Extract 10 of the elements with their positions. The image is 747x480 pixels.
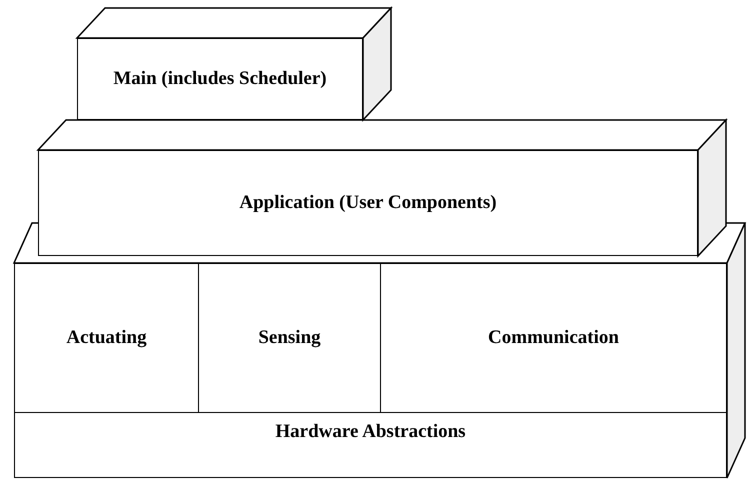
layer-label: Actuating [66,327,147,349]
layer-label: Application (User Components) [239,192,497,214]
layer-label: Hardware Abstractions [275,421,466,443]
layer-box [14,412,727,478]
layer-label: Main (includes Scheduler) [113,68,327,90]
layer-box [14,263,199,413]
layer-box [380,263,727,413]
layer-label: Communication [488,327,619,349]
layer-box [38,150,698,256]
layer-label: Sensing [258,327,321,349]
